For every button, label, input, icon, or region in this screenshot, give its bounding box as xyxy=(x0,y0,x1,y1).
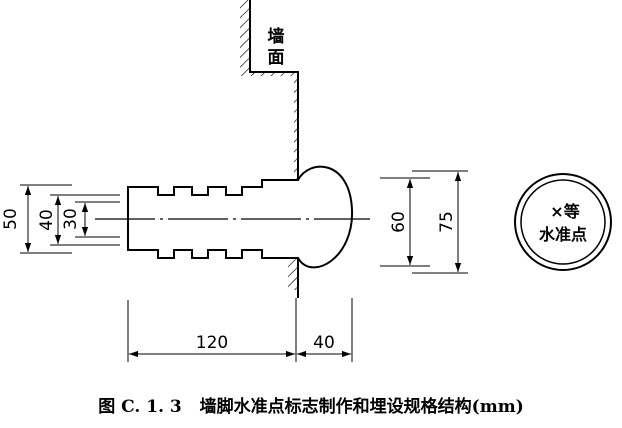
caption-number: 图 C. 1. 3 xyxy=(98,397,182,417)
dimension-50 xyxy=(20,184,72,254)
dim-label-75: 75 xyxy=(437,211,457,233)
figure-caption: 图 C. 1. 3 墙脚水准点标志制作和埋设规格结构(mm) xyxy=(0,392,622,417)
dim-label-60: 60 xyxy=(389,211,409,233)
dim-label-120: 120 xyxy=(196,333,228,353)
dim-label-30: 30 xyxy=(61,208,81,230)
dimension-40 xyxy=(50,194,120,246)
dimension-75 xyxy=(412,170,468,274)
dimension-120 xyxy=(127,298,297,362)
benchmark-face: ×等 水准点 xyxy=(514,173,612,271)
benchmark-face-line1: ×等 xyxy=(550,202,579,221)
wall-label-line1: 墙 xyxy=(268,26,285,47)
dim-label-40: 40 xyxy=(37,209,57,231)
dimension-30 xyxy=(75,201,120,238)
caption-title: 墙脚水准点标志制作和埋设规格结构(mm) xyxy=(199,397,524,417)
benchmark-face-line2: 水准点 xyxy=(539,225,587,244)
dimension-40-bottom xyxy=(297,298,353,362)
dim-label-50: 50 xyxy=(1,208,21,230)
benchmark-body xyxy=(127,165,354,269)
wall-label-line2: 面 xyxy=(268,48,285,68)
dimension-60 xyxy=(380,177,430,267)
dim-label-40-bottom: 40 xyxy=(313,333,335,353)
